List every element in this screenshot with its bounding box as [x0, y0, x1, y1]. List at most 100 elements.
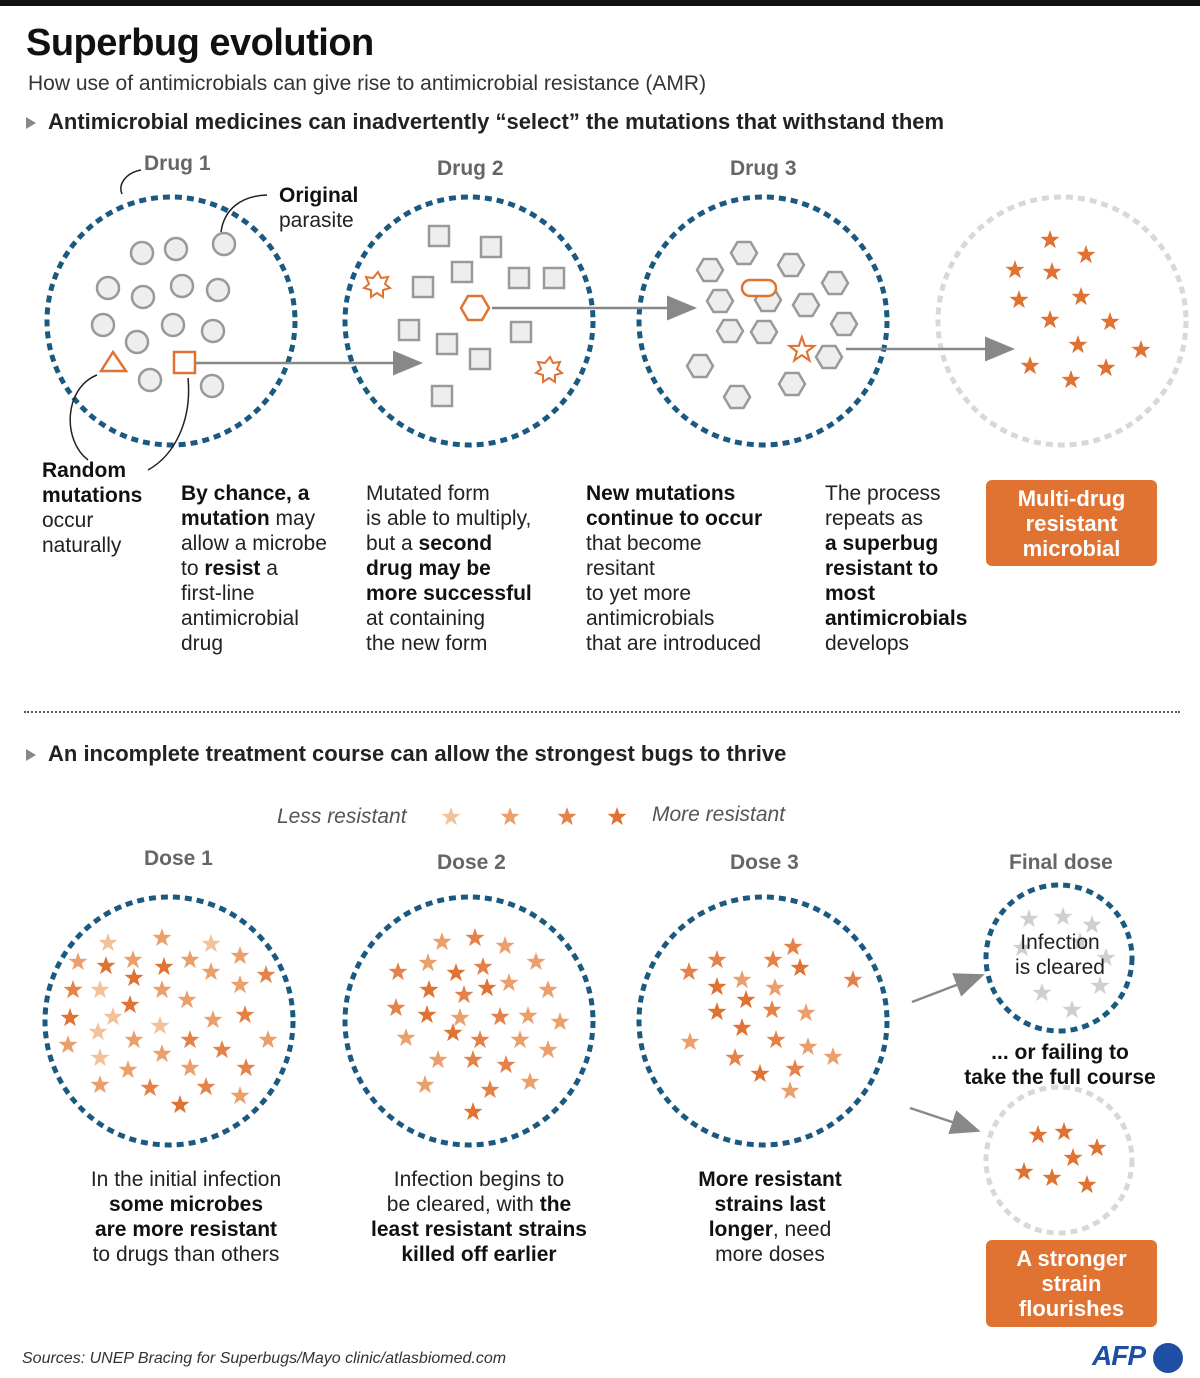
star-icon [203, 1010, 223, 1029]
s2c1-l3b: are more resistant [94, 1218, 278, 1241]
page-subtitle: How use of antimicrobials can give rise … [28, 72, 707, 95]
arrow-to-cleared [911, 973, 985, 1004]
hexagon-icon [776, 252, 806, 278]
star-icon [796, 1003, 816, 1022]
star-icon [1019, 909, 1039, 928]
hexagon-icon [722, 384, 752, 410]
s1c4-l5b: most [825, 582, 876, 605]
star-icon [1005, 260, 1025, 279]
s1c3-l4: resitant [586, 557, 655, 580]
multidrug-result-box: Multi-drug resistant microbial [986, 480, 1157, 566]
star-icon [450, 1008, 470, 1027]
star-icon [465, 928, 485, 947]
star-icon [68, 952, 88, 971]
drug1-label: Drug 1 [144, 152, 211, 175]
triangle-bullet-icon [26, 749, 36, 762]
s1c3-l6: antimicrobials [586, 607, 715, 630]
star-icon [477, 978, 497, 997]
star-icon [58, 1035, 78, 1054]
star-icon [679, 962, 699, 981]
star-icon [1053, 907, 1073, 926]
legend-less-resistant: Less resistant [277, 805, 407, 828]
failing-course-text: ... or failing to take the full course [940, 1040, 1180, 1090]
star-icon [790, 958, 810, 977]
star-icon [1014, 1162, 1034, 1181]
s1c1-l6: antimicrobial [181, 607, 299, 630]
star-icon [463, 1050, 483, 1069]
star-icon [725, 1048, 745, 1067]
s1c4-l3b: a superbug [825, 532, 939, 555]
s2c1-l2b: some microbes [108, 1193, 264, 1216]
star-icon [765, 978, 785, 997]
s2c3-l4: more doses [715, 1243, 825, 1266]
s2c2-l1: Infection begins to [393, 1168, 565, 1191]
random-bold-1: Random [42, 459, 126, 482]
star-icon [177, 990, 197, 1009]
legend-more-resistant: More resistant [652, 803, 786, 826]
dose1-caption: In the initial infection some microbes a… [56, 1167, 316, 1267]
s1c2-l3: but a [366, 532, 419, 555]
star-icon [180, 1058, 200, 1077]
failing-line-1: ... or failing to [991, 1041, 1129, 1064]
s1c1-l5: first-line [181, 582, 255, 605]
star-icon [526, 952, 546, 971]
star-icon [230, 946, 250, 965]
star-icon [680, 1032, 700, 1051]
star-icon [124, 968, 144, 987]
result-circle [935, 194, 1189, 448]
dose3-stars [679, 937, 863, 1100]
s1c1-l4c: a [260, 557, 278, 580]
star-icon [780, 1081, 800, 1100]
star-icon [843, 970, 863, 989]
s1c4-l2: repeats as [825, 507, 924, 530]
dose3-label: Dose 3 [730, 851, 799, 874]
s1c2-l2: is able to multiply, [366, 507, 532, 530]
dose2-caption: Infection begins to be cleared, with the… [344, 1167, 614, 1267]
star-icon [415, 1075, 435, 1094]
star-icon [152, 980, 172, 999]
star-icon [750, 1064, 770, 1083]
s1c1-l4: to [181, 557, 205, 580]
page-title: Superbug evolution [26, 22, 374, 64]
s2c3-l2b: strains last [714, 1193, 826, 1216]
star-icon [90, 1075, 110, 1094]
hexagon-icon [814, 344, 844, 370]
star-icon [510, 1030, 530, 1049]
star-icon [235, 1005, 255, 1024]
star-icon [90, 1048, 110, 1067]
s2c3-l1b: More resistant [698, 1168, 842, 1191]
s1c1-l7: drug [181, 632, 224, 655]
hexagon-icon [777, 371, 807, 397]
drug2-microbes [397, 224, 566, 408]
star-icon [707, 1002, 727, 1021]
star-icon [88, 1022, 108, 1041]
star-icon [123, 950, 143, 969]
triangle-bullet-icon [26, 117, 36, 130]
s1c1-l3: allow a microbe [181, 532, 327, 555]
s1c1-l1: By chance, a [181, 482, 310, 505]
random-leader-line-2 [147, 377, 190, 471]
star-icon [1032, 983, 1052, 1002]
star-icon [418, 953, 438, 972]
star-icon [118, 1060, 138, 1079]
star-icon [1063, 1148, 1083, 1167]
s1c2-l7: the new form [366, 632, 488, 655]
dose2-stars [386, 928, 570, 1121]
star-icon [823, 1047, 843, 1066]
legend-star-2 [500, 807, 520, 826]
star-icon [538, 980, 558, 999]
step4-caption: The process repeats as a superbug resist… [825, 481, 967, 656]
star-icon [170, 1095, 190, 1114]
star-icon [783, 937, 803, 956]
star-icon [1042, 262, 1062, 281]
star-icon [230, 1086, 250, 1105]
dose1-label: Dose 1 [144, 847, 213, 870]
star-icon [1076, 245, 1096, 264]
legend-star-4 [607, 807, 627, 826]
section-divider [24, 711, 1180, 713]
star-icon [196, 1077, 216, 1096]
square-mutation-icon [172, 350, 197, 375]
step3-caption: New mutations continue to occur that bec… [586, 481, 762, 656]
spiky-mutation-icon-1 [361, 270, 393, 299]
